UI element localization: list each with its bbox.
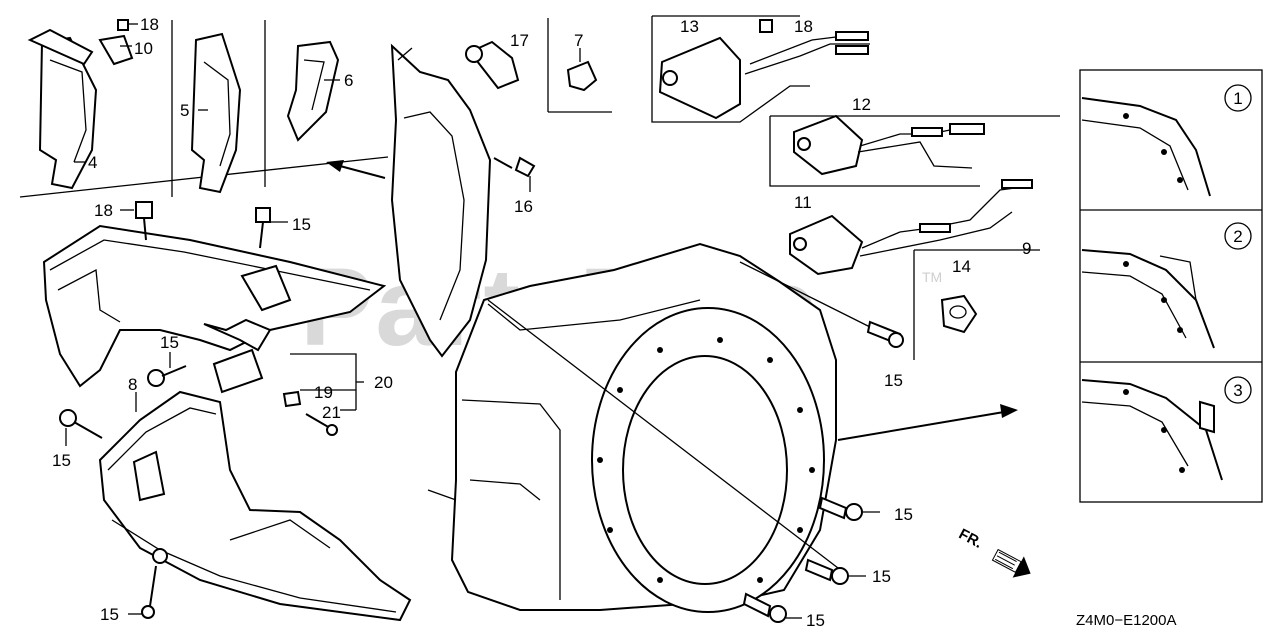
part-label: 20 (374, 373, 393, 392)
front-marker: FR. (956, 525, 985, 551)
part-label: 15 (884, 371, 903, 390)
clamp-17 (465, 40, 520, 90)
bolt-15-mid (147, 365, 187, 387)
switch-12 (793, 114, 985, 176)
inset-shrouds (19, 19, 389, 198)
part-label: 18 (94, 201, 113, 220)
part-label: 15 (872, 567, 891, 586)
part-label: 15 (806, 611, 825, 630)
part-label: 16 (514, 197, 533, 216)
part-label: 18 (140, 15, 159, 34)
front-arrow (991, 548, 1031, 578)
part-label: 17 (510, 31, 529, 50)
bolt-15-bottom (141, 565, 157, 619)
air-guide-upper (42, 224, 387, 394)
screw-19 (282, 390, 302, 408)
variant-2: 2 (1233, 227, 1242, 246)
bolt-15-a (866, 320, 904, 348)
bolt-15-c (804, 558, 849, 585)
part-label: 11 (794, 193, 812, 212)
part-label: 15 (100, 605, 119, 624)
fan-shroud (450, 242, 837, 613)
variant-1: 1 (1233, 89, 1242, 108)
part-label: 13 (680, 17, 699, 36)
part-label: 15 (292, 215, 311, 234)
part-label: 6 (344, 71, 353, 90)
part-label: 18 (794, 17, 813, 36)
variants-panel (1079, 69, 1263, 503)
bolt-15-top (255, 207, 271, 249)
switch-13 (658, 19, 870, 120)
part-label: 12 (852, 95, 871, 114)
air-guide-lower (98, 390, 412, 622)
variant-3: 3 (1233, 381, 1242, 400)
part-label: 19 (314, 383, 333, 402)
bolt-15-b (818, 496, 863, 521)
part-label: 8 (128, 375, 137, 394)
part-label: 21 (322, 403, 341, 422)
clip-7 (566, 60, 598, 92)
screw-21 (305, 413, 338, 436)
part-label: 14 (952, 257, 971, 276)
diagram-code: Z4M0−E1200A (1076, 612, 1176, 629)
bolt-15-lower-left (59, 409, 103, 439)
part-label: 15 (894, 505, 913, 524)
trademark: TM (922, 269, 942, 285)
switch-11 (789, 179, 1033, 276)
bolt-18-left (135, 201, 153, 241)
part-label: 10 (134, 39, 153, 58)
part-label: 9 (1022, 239, 1031, 258)
part-label: 5 (180, 101, 189, 120)
grommet-14 (940, 294, 978, 334)
upper-cowl (390, 43, 536, 358)
part-label: 15 (52, 451, 71, 470)
bolt-15-d (742, 592, 787, 623)
part-label: 7 (574, 31, 583, 50)
part-label: 4 (88, 153, 97, 172)
part-label: 15 (160, 333, 179, 352)
